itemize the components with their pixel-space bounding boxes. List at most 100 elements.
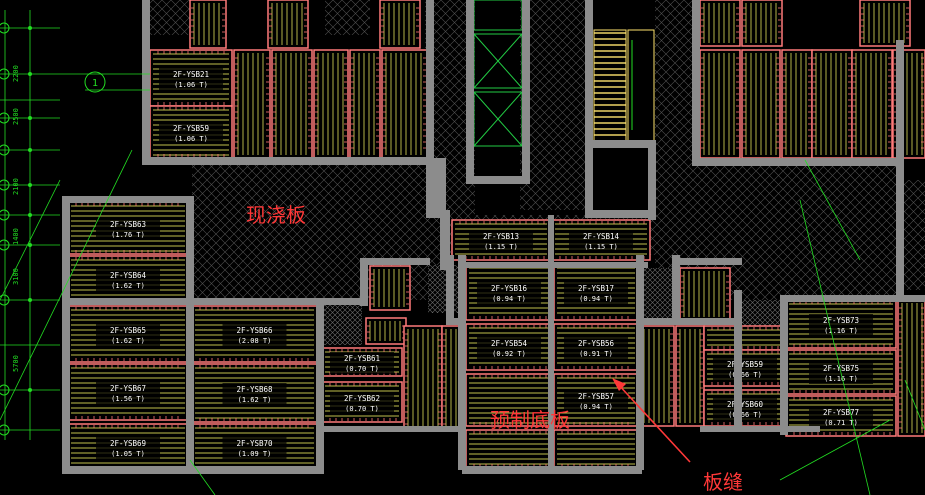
precast-panel: 2F-YSB56(0.91 T) — [553, 323, 639, 371]
wall-segment — [446, 255, 454, 325]
wall-segment — [522, 0, 530, 184]
wall-segment — [780, 295, 788, 435]
wall-segment — [692, 158, 902, 166]
precast-panel — [639, 325, 675, 427]
wall-segment — [446, 318, 466, 325]
precast-panel: 2F-YSB59 (1.06 T) — [149, 105, 233, 159]
axis-dim-3: 2100 — [12, 178, 20, 195]
axis-dimensions: 2200 2500 2100 1400 3100 5700 — [12, 65, 20, 372]
precast-panel — [233, 49, 271, 159]
precast-panel: 2F-YSB61 (0.70 T) — [321, 347, 403, 377]
panel-weight: (1.62 T) — [111, 337, 145, 345]
panel-code: 2F-YSB14 — [583, 232, 620, 241]
panel-code: 2F-YSB67 — [110, 384, 146, 393]
panel-joint-label: 板缝 — [703, 470, 743, 494]
panel-weight: (1.15 T) — [584, 243, 618, 251]
precast-panel — [811, 49, 853, 159]
wall-segment — [636, 255, 644, 470]
panel-code: 2F-YSB60 — [727, 400, 764, 409]
panel-weight: (1.16 T) — [824, 375, 858, 383]
panel-weight: (1.62 T) — [238, 396, 272, 404]
panel-weight: (1.15 T) — [484, 243, 518, 251]
precast-panel — [271, 49, 313, 159]
precast-panel — [465, 429, 553, 469]
wall-segment — [360, 258, 430, 265]
elevator-shafts — [473, 0, 523, 147]
panel-weight: (0.94 T) — [492, 295, 526, 303]
axis-dim-1: 2200 — [12, 65, 20, 82]
panel-weight: (0.70 T) — [345, 365, 379, 373]
panel-code: 2F-YSB61 — [344, 354, 380, 363]
wall-segment — [62, 298, 320, 305]
wall-segment — [648, 140, 656, 220]
wall-segment — [672, 255, 680, 325]
precast-panel — [859, 0, 911, 47]
panel-weight: (1.76 T) — [111, 231, 145, 239]
precast-panel — [675, 325, 705, 427]
panel-code: 2F-YSB64 — [110, 271, 147, 280]
wall-segment — [440, 210, 450, 270]
panel-weight: (1.16 T) — [824, 327, 858, 335]
axis-bubble-label: 1 — [92, 78, 98, 89]
wall-segment — [780, 295, 925, 302]
panel-code: 2F-YSB65 — [110, 326, 146, 335]
precast-panel — [189, 0, 227, 49]
panel-code: 2F-YSB59 — [173, 124, 209, 133]
panel-weight: (0.71 T) — [824, 419, 858, 427]
panel-code: 2F-YSB17 — [578, 284, 614, 293]
panel-weight: (1.06 T) — [174, 135, 208, 143]
joint-arrow — [612, 378, 691, 463]
precast-panel — [741, 0, 783, 47]
precast-panel: 2F-YSB68(1.62 T) — [191, 363, 318, 423]
panel-code: 2F-YSB62 — [344, 394, 380, 403]
precast-bottom-label: 预制底板 — [490, 408, 570, 432]
precast-panel — [699, 49, 741, 159]
axis-dim-2: 2500 — [12, 108, 20, 125]
precast-panel — [267, 0, 309, 49]
wall-segment — [636, 318, 736, 325]
panel-weight: (0.94 T) — [579, 403, 613, 411]
precast-panel — [851, 49, 893, 159]
panel-code: 2F-YSB69 — [110, 439, 146, 448]
wall-segment — [324, 426, 464, 432]
panel-weight: (1.09 T) — [238, 450, 272, 458]
wall-segment — [466, 176, 526, 184]
structural-walls — [62, 0, 925, 474]
precast-panel — [897, 299, 925, 437]
panel-code: 2F-YSB13 — [483, 232, 519, 241]
precast-panel: 2F-YSB14 (1.15 T) — [551, 219, 651, 261]
panel-code: 2F-YSB70 — [236, 439, 273, 448]
panel-code: 2F-YSB21 — [173, 70, 209, 79]
wall-segment — [585, 140, 655, 148]
precast-panel: 2F-YSB54(0.92 T) — [465, 323, 553, 371]
axis-dim-6: 5700 — [12, 355, 20, 372]
wall-segment — [586, 210, 656, 218]
wall-segment — [316, 298, 324, 474]
precast-panel: 2F-YSB63 (1.76 T) — [67, 201, 189, 255]
precast-panel: 2F-YSB17 (0.94 T) — [553, 263, 639, 321]
panel-weight: (2.08 T) — [238, 337, 272, 345]
precast-panel — [781, 49, 813, 159]
wall-segment — [142, 157, 432, 165]
precast-panel — [403, 325, 443, 431]
panel-code: 2F-YSB63 — [110, 220, 146, 229]
panel-weight: (1.56 T) — [111, 395, 145, 403]
axis-bubble: 1 — [0, 22, 106, 436]
wall-segment — [700, 426, 820, 432]
precast-panel — [381, 49, 428, 159]
panel-weight: (0.66 T) — [728, 411, 762, 419]
precast-panel: 2F-YSB67 (1.56 T) — [67, 363, 189, 421]
wall-segment — [548, 215, 554, 468]
precast-panel: 2F-YSB70 (1.09 T) — [191, 423, 318, 471]
panel-code: 2F-YSB75 — [823, 364, 859, 373]
wall-segment — [62, 196, 70, 474]
precast-panel — [369, 265, 411, 311]
panel-code: 2F-YSB66 — [236, 326, 273, 335]
precast-panel: 2F-YSB16(0.94 T) — [465, 263, 553, 321]
panel-weight: (0.94 T) — [579, 295, 613, 303]
precast-panel: 2F-YSB59(0.66 T) — [703, 349, 787, 387]
panel-code: 2F-YSB56 — [578, 339, 615, 348]
axis-ticks — [28, 26, 32, 392]
